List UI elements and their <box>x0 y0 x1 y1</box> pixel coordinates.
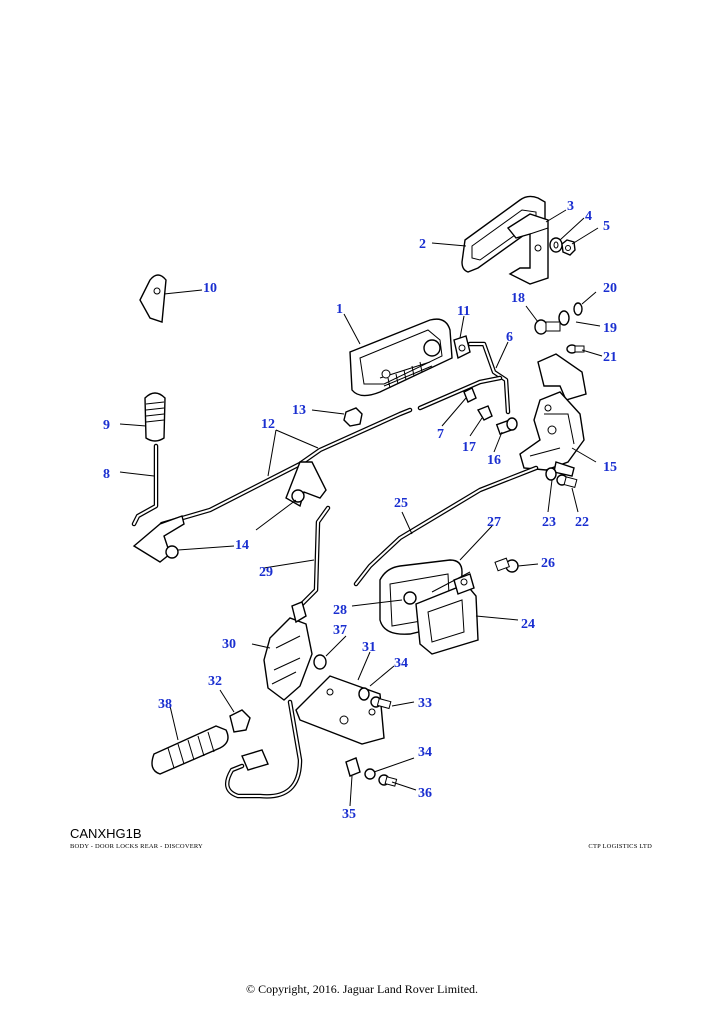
callout-14: 14 <box>235 538 249 553</box>
part-9-knob <box>144 392 166 442</box>
callout-26: 26 <box>541 556 555 571</box>
part-35-clip <box>345 757 361 777</box>
part-8-rod <box>131 443 159 527</box>
callout-7: 7 <box>437 427 444 442</box>
callout-37: 37 <box>333 623 347 638</box>
callout-12: 12 <box>261 417 275 432</box>
callout-16: 16 <box>487 453 501 468</box>
callout-4: 4 <box>585 209 592 224</box>
callout-13: 13 <box>292 403 306 418</box>
part-10-clip <box>139 274 167 323</box>
copyright-footer: © Copyright, 2016. Jaguar Land Rover Lim… <box>245 982 479 996</box>
part-18-screw <box>534 319 561 335</box>
part-11-clip <box>453 335 471 360</box>
part-3-bracket <box>506 213 549 285</box>
part-34-washer-lower <box>364 768 376 780</box>
callout-1: 1 <box>336 302 343 317</box>
part-30-actuator <box>263 601 313 701</box>
callout-11: 11 <box>457 304 470 319</box>
callout-3: 3 <box>567 199 574 214</box>
callout-33: 33 <box>418 696 432 711</box>
callout-35: 35 <box>342 807 356 822</box>
part-16-bolt <box>495 417 518 435</box>
part-33-screw <box>370 696 392 710</box>
callout-10: 10 <box>203 281 217 296</box>
figure-description: BODY - DOOR LOCKS REAR - DISCOVERY <box>70 843 203 850</box>
callout-34-lower: 34 <box>418 745 432 760</box>
part-12-rod <box>159 375 503 527</box>
callout-2: 2 <box>419 237 426 252</box>
part-25-rod <box>353 465 539 587</box>
publisher-label: CTP LOGISTICS LTD <box>588 843 652 850</box>
callout-labels: 1 2 3 4 5 6 7 8 9 10 11 12 13 14 15 16 1… <box>103 199 617 822</box>
callout-32: 32 <box>208 674 222 689</box>
part-5-nut <box>561 239 576 256</box>
callout-36: 36 <box>418 786 432 801</box>
part-38-conduit <box>151 725 229 775</box>
part-1-handle <box>349 318 453 397</box>
figure-code: CANXHG1B <box>70 826 142 841</box>
part-17-clip <box>476 405 493 421</box>
callout-5: 5 <box>603 219 610 234</box>
callout-17: 17 <box>462 440 476 455</box>
callout-25: 25 <box>394 496 408 511</box>
part-32-clip <box>229 709 251 733</box>
part-20-washer <box>573 302 583 316</box>
part-29-rod <box>297 505 331 609</box>
part-21-screw <box>566 344 585 354</box>
part-26-screw <box>494 557 519 573</box>
part-14-lever <box>132 461 327 563</box>
callout-24: 24 <box>521 617 535 632</box>
part-22-screw <box>556 474 578 489</box>
part-13-clip <box>343 407 363 427</box>
callout-22: 22 <box>575 515 589 530</box>
callout-29: 29 <box>259 565 273 580</box>
leader-lines <box>119 209 603 807</box>
part-28-screw <box>403 591 417 605</box>
part-7-clip <box>463 387 477 403</box>
part-37-grommet <box>313 654 327 670</box>
part-15-lock <box>519 353 587 477</box>
part-34-washer-upper <box>358 687 370 701</box>
wiring-harness <box>224 699 303 799</box>
callout-27: 27 <box>487 515 501 530</box>
callout-6: 6 <box>506 330 513 345</box>
part-31-bracket <box>295 675 385 745</box>
callout-15: 15 <box>603 460 617 475</box>
callout-30: 30 <box>222 637 236 652</box>
part-24-handle <box>415 573 479 655</box>
part-23-washer <box>545 467 557 481</box>
callout-21: 21 <box>603 350 617 365</box>
callout-20: 20 <box>603 281 617 296</box>
part-19-washer <box>558 310 570 326</box>
callout-28: 28 <box>333 603 347 618</box>
callout-9: 9 <box>103 418 110 433</box>
callout-8: 8 <box>103 467 110 482</box>
part-6-rod <box>467 341 511 415</box>
callout-31: 31 <box>362 640 376 655</box>
part-36-screw <box>378 774 398 787</box>
callout-34-upper: 34 <box>394 656 408 671</box>
callout-23: 23 <box>542 515 556 530</box>
callout-18: 18 <box>511 291 525 306</box>
callout-19: 19 <box>603 321 617 336</box>
callout-38: 38 <box>158 697 172 712</box>
